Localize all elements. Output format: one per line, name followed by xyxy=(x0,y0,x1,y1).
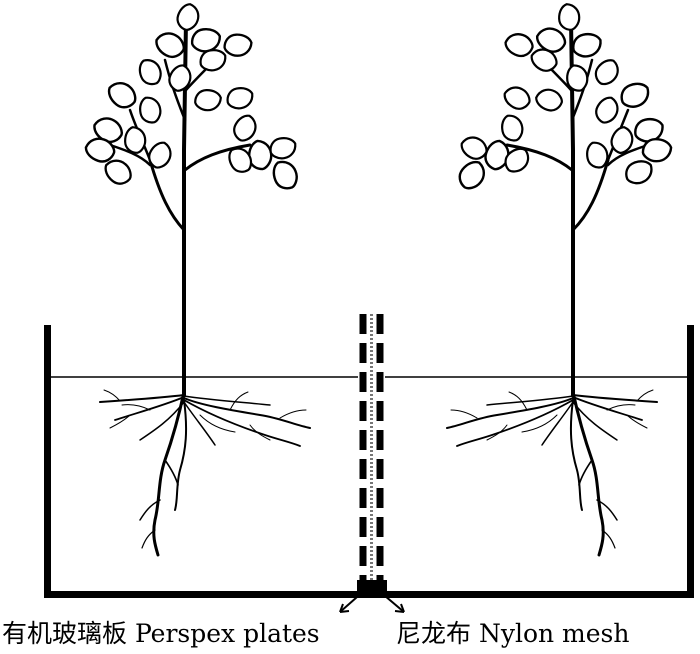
plant-left-roots xyxy=(99,389,311,557)
container-bottom xyxy=(44,591,694,598)
arrow-to-perspex-head xyxy=(339,603,350,613)
divider xyxy=(357,314,387,594)
plant-right xyxy=(446,1,675,557)
pointer-arrows xyxy=(339,589,405,613)
plant-left xyxy=(82,1,311,557)
plant-right-roots xyxy=(446,389,658,557)
container xyxy=(44,325,694,598)
arrow-to-perspex xyxy=(339,589,366,613)
arrow-to-nylon xyxy=(377,589,405,613)
container-left-wall xyxy=(44,325,51,598)
container-right-wall xyxy=(687,325,694,598)
nylon-mesh-label: 尼龙布 Nylon mesh xyxy=(396,619,630,648)
arrow-to-nylon-head xyxy=(394,603,405,613)
perspex-plates-label: 有机玻璃板 Perspex plates xyxy=(2,619,320,648)
